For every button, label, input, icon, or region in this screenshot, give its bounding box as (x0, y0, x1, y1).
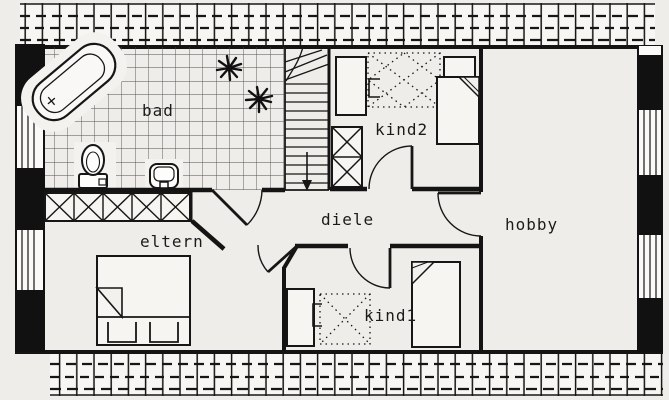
outer-wall-right (637, 46, 663, 352)
kind2-furniture (335, 52, 480, 145)
single-bed-icon (411, 261, 461, 348)
toilet-icon (74, 142, 116, 190)
wall-pier-left-2 (15, 168, 45, 230)
plant-icon (215, 54, 243, 82)
room-label-diele: diele (321, 210, 374, 229)
room-label-eltern: eltern (140, 232, 204, 251)
staircase (284, 46, 331, 191)
chair-icon (312, 303, 322, 327)
wall-pier-right-2 (637, 175, 663, 235)
pillow (107, 322, 137, 343)
sink-icon (145, 159, 183, 190)
wardrobe-icon (286, 288, 315, 347)
partition-walls (45, 46, 483, 352)
door-hobby (437, 191, 482, 237)
roof-hatch-bottom (50, 354, 663, 396)
door-kind2 (368, 145, 414, 190)
roof-hatch-top (20, 3, 655, 46)
kind1-furniture (286, 261, 461, 348)
room-label-bad: bad (142, 101, 174, 120)
door-bad (211, 189, 263, 226)
carpet-icon (319, 293, 371, 345)
wall-pier-right-1 (637, 55, 663, 110)
doors (211, 145, 482, 289)
door-kind1 (349, 247, 392, 289)
single-bed-icon (436, 56, 480, 145)
chair-icon (368, 78, 380, 98)
room-label-kind2: kind2 (375, 120, 428, 139)
wall-pier-right-3 (637, 298, 663, 352)
wardrobe-icon (335, 56, 367, 116)
pillow (149, 322, 179, 343)
wall-pier-left-3 (15, 290, 45, 352)
room-label-kind1: kind1 (364, 306, 417, 325)
plant-icon (244, 85, 274, 114)
down-arrow-icon (302, 152, 312, 191)
door-eltern (257, 243, 299, 274)
window-glazing-right (643, 110, 657, 298)
blanket-fold (95, 287, 123, 320)
shaft-x-box-icon (331, 126, 363, 188)
bathtub-icon (21, 32, 127, 132)
double-bed-icon (95, 255, 191, 346)
room-label-hobby: hobby (505, 215, 558, 234)
wardrobe-x-strip-icon (44, 192, 191, 222)
